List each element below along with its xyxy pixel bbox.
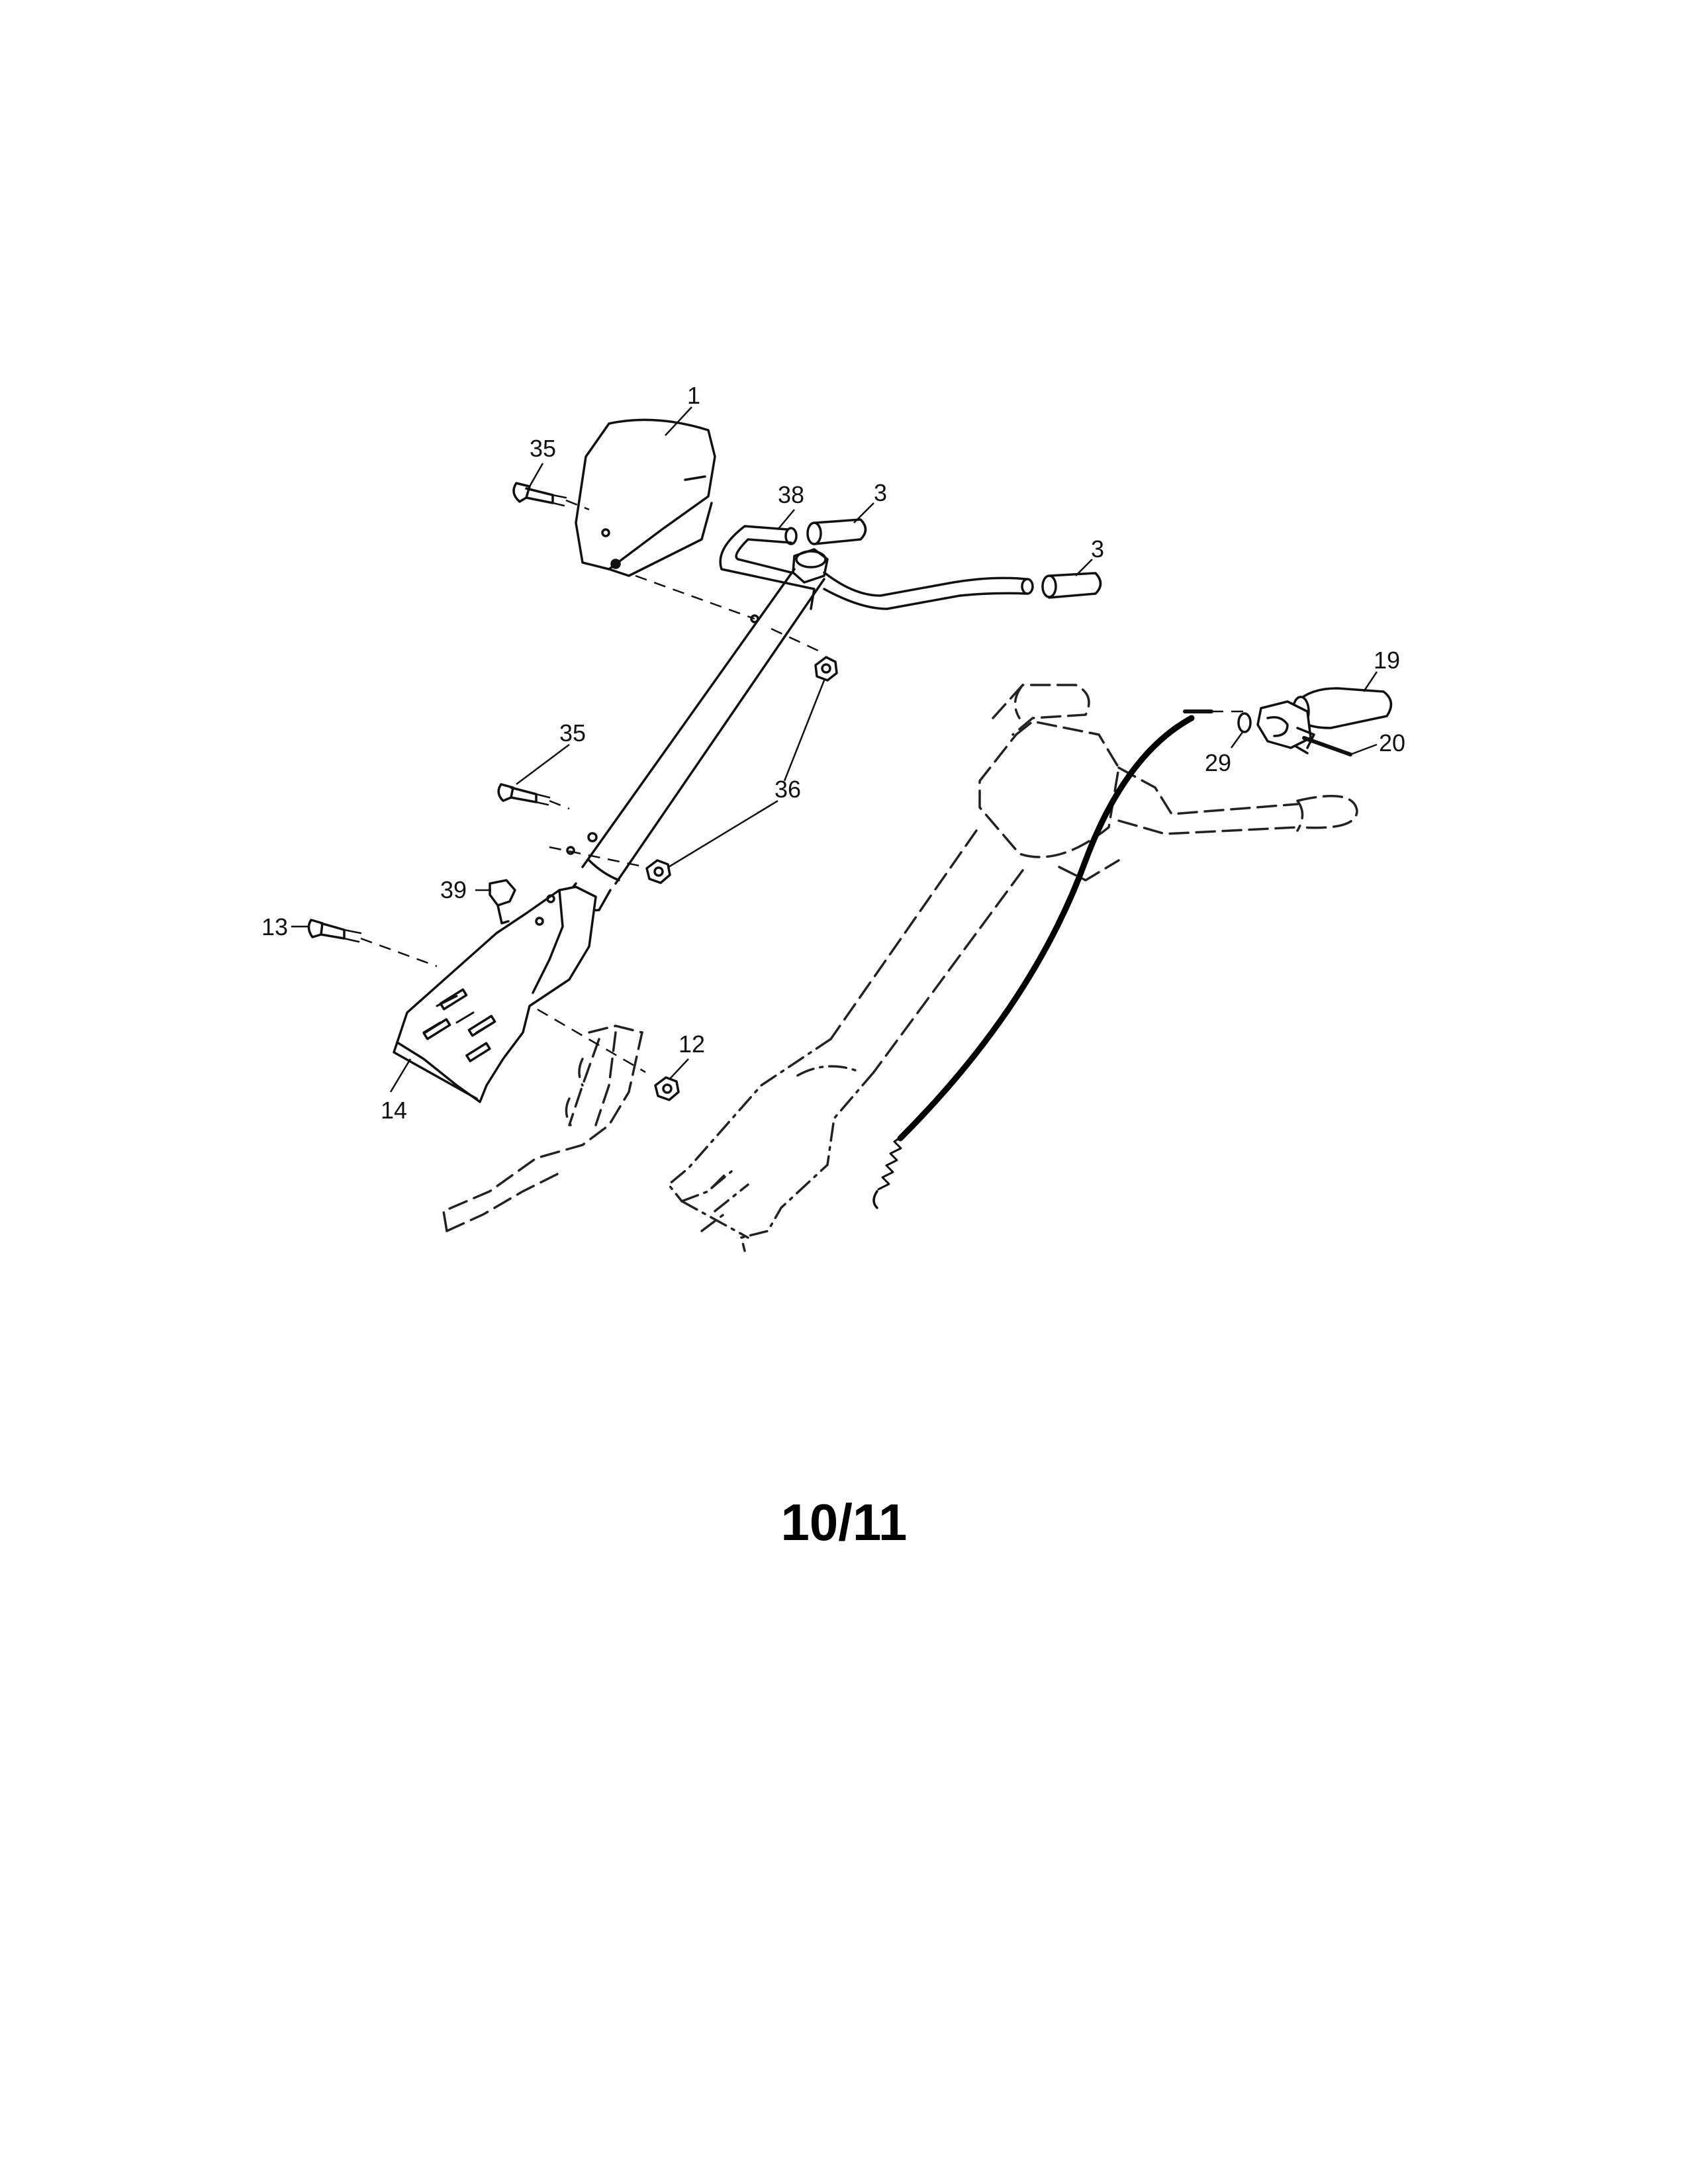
part-35-bolt-lower (497, 783, 570, 810)
callout-19: 19 (1374, 647, 1400, 674)
part-14-lower-bracket (393, 886, 597, 1103)
part-12-nut (654, 1076, 680, 1101)
part-3-grip-a (806, 518, 867, 545)
page-number: 10/11 (780, 1493, 908, 1551)
part-3-grip-b (1041, 572, 1102, 599)
part-13-bolt (307, 919, 646, 1073)
part-36-nut-upper (814, 656, 838, 682)
callout-3-a: 3 (874, 479, 887, 506)
leader-lines (291, 406, 1378, 1093)
callout-13: 13 (261, 913, 288, 940)
part-29-washer (1237, 712, 1252, 733)
callout-35-lower: 35 (559, 719, 586, 747)
callout-12: 12 (679, 1030, 705, 1058)
callout-3-b: 3 (1091, 535, 1104, 563)
part-39-clip (489, 879, 516, 925)
callout-36: 36 (774, 776, 801, 803)
callout-20: 20 (1379, 729, 1405, 756)
callouts: 1 35 38 3 3 19 29 20 35 36 39 13 12 14 (261, 382, 1405, 1124)
control-cable (872, 709, 1251, 1209)
part-1-console-cover (575, 418, 716, 577)
callout-14: 14 (381, 1097, 407, 1124)
callout-29: 29 (1205, 749, 1231, 776)
callout-1: 1 (687, 382, 700, 409)
callout-38: 38 (778, 481, 804, 508)
part-36-nut-lower (549, 846, 671, 884)
part-35-bolt-upper (512, 482, 590, 511)
part-19-control-lever (1291, 687, 1393, 729)
callout-39: 39 (440, 876, 467, 903)
callout-35-upper: 35 (530, 435, 556, 462)
part-20-lever-bracket (1256, 700, 1352, 756)
